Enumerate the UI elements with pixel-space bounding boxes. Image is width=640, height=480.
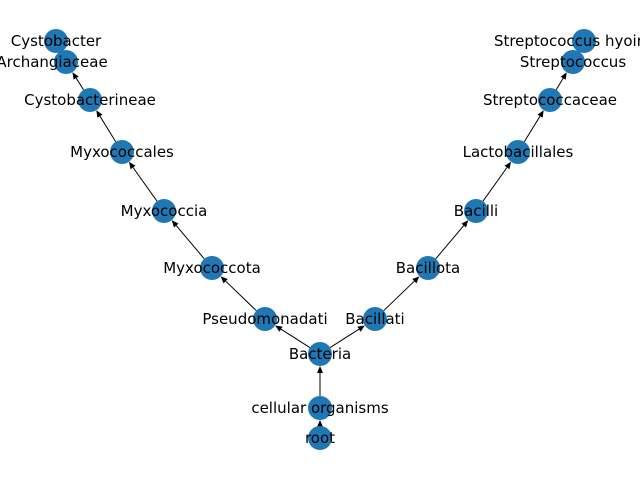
node-myxococcota xyxy=(200,256,224,280)
edge-myxococcia-to-myxococcales xyxy=(128,161,158,202)
edges-layer xyxy=(60,50,580,427)
arrow-head-icon xyxy=(537,110,544,118)
edge-line xyxy=(383,280,415,312)
node-label-streptococcus-hyointestinalis: Streptococcus hyointestinalis xyxy=(494,32,640,50)
node-label-bacillota: Bacillota xyxy=(396,259,460,277)
arrow-head-icon xyxy=(317,420,323,427)
node-label-myxococcota: Myxococcota xyxy=(163,259,261,277)
arrow-head-icon xyxy=(128,161,136,170)
edge-bacteria-to-bacillati xyxy=(329,325,365,348)
edge-line xyxy=(175,225,205,260)
edge-bacillota-to-bacilli xyxy=(435,220,469,260)
node-label-lactobacillales: Lactobacillales xyxy=(463,143,574,161)
edge-lactobacillales-to-streptococcaceae xyxy=(523,110,544,143)
edge-line xyxy=(329,328,360,348)
node-cellular-organisms xyxy=(308,396,332,420)
node-label-cystobacter: Cystobacter xyxy=(11,32,102,50)
node-archangiaceae xyxy=(54,50,78,74)
edge-myxococcales-to-cystobacterineae xyxy=(96,110,117,143)
node-cystobacter xyxy=(44,29,68,53)
arrow-head-icon xyxy=(96,110,103,118)
node-lactobacillales xyxy=(506,140,530,164)
arrow-head-icon xyxy=(504,161,512,170)
node-label-streptococcaceae: Streptococcaceae xyxy=(483,91,617,109)
node-label-root: root xyxy=(305,429,335,447)
node-label-myxococcales: Myxococcales xyxy=(70,143,174,161)
edge-cellular-organisms-to-bacteria xyxy=(317,366,323,396)
edge-line xyxy=(225,280,257,312)
arrow-head-icon xyxy=(220,276,228,284)
edge-bacillati-to-bacillota xyxy=(383,276,420,312)
edge-line xyxy=(99,115,117,143)
node-streptococcus-hyointestinalis xyxy=(572,29,596,53)
arrow-head-icon xyxy=(72,72,79,80)
node-streptococcus xyxy=(561,50,585,74)
node-pseudomonadati xyxy=(253,307,277,331)
edge-bacilli-to-lactobacillales xyxy=(482,161,512,202)
node-cystobacterineae xyxy=(78,88,102,112)
node-label-cystobacterineae: Cystobacterineae xyxy=(24,91,156,109)
node-root xyxy=(308,426,332,450)
node-myxococcia xyxy=(152,199,176,223)
edge-pseudomonadati-to-myxococcota xyxy=(220,276,257,312)
node-label-pseudomonadati: Pseudomonadati xyxy=(202,310,327,328)
arrow-head-icon xyxy=(275,325,283,332)
arrow-head-icon xyxy=(171,220,179,228)
node-label-bacilli: Bacilli xyxy=(454,202,498,220)
labels-layer: root cellular organisms Bacteria Pseudomona… xyxy=(0,32,640,447)
node-label-archangiaceae: Archangiaceae xyxy=(0,53,108,71)
edge-cystobacterineae-to-archangiaceae xyxy=(72,72,85,91)
node-label-bacillati: Bacillati xyxy=(345,310,404,328)
node-label-streptococcus: Streptococcus xyxy=(520,53,626,71)
node-bacilli xyxy=(464,199,488,223)
arrow-head-icon xyxy=(461,220,469,228)
arrow-head-icon xyxy=(357,325,365,332)
edge-line xyxy=(280,328,311,348)
arrow-head-icon xyxy=(560,72,567,80)
edge-line xyxy=(523,115,541,143)
node-streptococcaceae xyxy=(538,88,562,112)
node-label-myxococcia: Myxococcia xyxy=(121,202,208,220)
node-bacillota xyxy=(416,256,440,280)
node-bacteria xyxy=(308,342,332,366)
arrow-head-icon xyxy=(317,366,323,373)
edge-myxococcota-to-myxococcia xyxy=(171,220,205,260)
edge-bacteria-to-pseudomonadati xyxy=(275,325,311,348)
node-label-bacteria: Bacteria xyxy=(289,345,351,363)
arrow-head-icon xyxy=(412,276,420,284)
edge-line xyxy=(555,77,564,90)
node-label-cellular-organisms: cellular organisms xyxy=(251,399,389,417)
edge-line xyxy=(482,167,508,202)
edge-line xyxy=(75,77,85,91)
edge-root-to-cellular-organisms xyxy=(317,420,323,427)
edge-line xyxy=(132,167,158,202)
node-bacillati xyxy=(363,307,387,331)
edge-streptococcaceae-to-streptococcus xyxy=(555,72,567,90)
node-myxococcales xyxy=(110,140,134,164)
edge-line xyxy=(435,225,465,260)
nodes-layer xyxy=(44,29,596,450)
